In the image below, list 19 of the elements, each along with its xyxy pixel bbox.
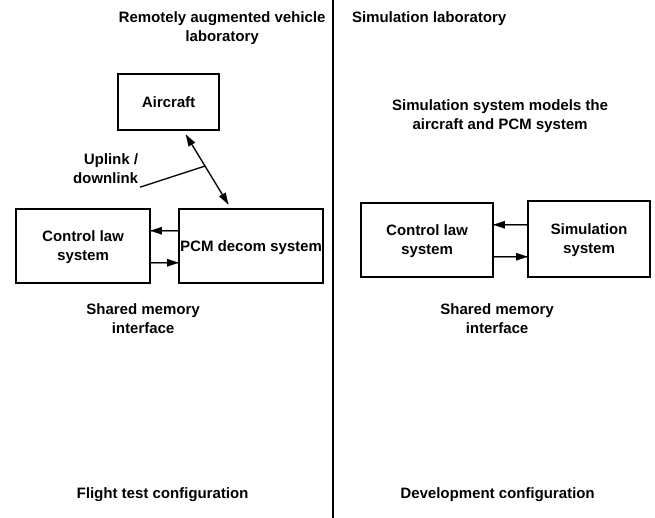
caption-text: Flight test configuration — [76, 484, 250, 503]
process-box: Aircraft — [117, 73, 220, 131]
arrow — [151, 258, 179, 267]
arrow — [150, 226, 178, 235]
caption-text: Remotely augmented vehicle laboratory — [118, 8, 326, 46]
leader-line — [140, 165, 206, 188]
edge-label: Uplink / downlink — [58, 143, 138, 195]
caption-text: Shared memory interface — [85, 300, 201, 338]
arrow — [186, 134, 229, 205]
caption-text: Shared memory interface — [439, 300, 555, 338]
caption-text: Development configuration — [399, 484, 596, 503]
arrow — [493, 220, 527, 229]
process-box: Control law system — [360, 202, 494, 278]
process-box: PCM decom system — [178, 208, 324, 284]
caption-text: Simulation laboratory — [352, 8, 508, 27]
arrow — [494, 252, 528, 261]
caption-text: Simulation system models the aircraft and PCM system — [391, 96, 609, 134]
process-box: Control law system — [15, 208, 151, 284]
process-box: Simulation system — [527, 200, 651, 278]
